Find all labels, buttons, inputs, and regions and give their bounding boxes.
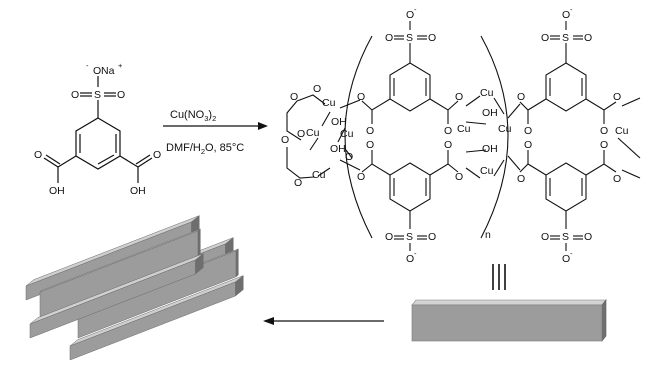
o-label: O	[455, 91, 463, 103]
o-label: O	[357, 171, 365, 183]
reagent-labels: O - Na + O S O O OH O OH	[34, 61, 161, 197]
sodium-label: Na	[101, 65, 115, 77]
acid-left-oh: OH	[49, 185, 65, 197]
sulfonate-o-minus: O	[562, 253, 570, 265]
o-label: O	[584, 231, 592, 243]
o-label: O	[541, 32, 549, 44]
acid-right-oh: OH	[130, 185, 146, 197]
sulfonate-o-minus: O	[562, 9, 570, 21]
o-label: O	[357, 91, 365, 103]
o-label: O	[541, 231, 549, 243]
sulfonate-o-minus: O	[406, 253, 414, 265]
sodium-plus: +	[118, 61, 123, 70]
o-label: O	[444, 139, 452, 151]
sulfonate-minus: -	[414, 5, 417, 14]
o-label: O	[613, 173, 621, 185]
s-label: S	[406, 32, 413, 44]
acid-left-o: O	[34, 149, 42, 161]
o-label: O	[345, 151, 353, 163]
o-label: O	[524, 125, 532, 137]
bottom-aryl-ring-right	[545, 162, 587, 212]
o-label: O	[428, 32, 436, 44]
reagent-molecule	[43, 76, 153, 183]
oh-label: OH	[331, 116, 347, 128]
rod-end-face	[235, 275, 244, 297]
o-label: O	[281, 134, 289, 146]
o-label: O	[524, 139, 532, 151]
o-label: O	[313, 83, 321, 95]
o-label: O	[600, 139, 608, 151]
o-label: O	[517, 91, 525, 103]
acid-right-o: O	[153, 149, 161, 161]
o-label: O	[584, 32, 592, 44]
polymer-labels: O O Cu O O Cu OH Cu OH Cu O O O O O O O …	[281, 5, 629, 265]
top-aryl-ring-right	[545, 62, 587, 112]
rod-end-face	[235, 248, 239, 278]
cu-label: Cu	[498, 123, 512, 135]
o-label: O	[294, 177, 302, 189]
oh-label: OH	[482, 143, 498, 155]
single-rod	[411, 299, 607, 342]
assembly-arrow	[263, 317, 384, 325]
o-label: O	[600, 125, 608, 137]
sulfonate-minus: -	[86, 61, 89, 70]
sulfonate-o: O	[93, 65, 101, 77]
reaction-arrow	[163, 122, 268, 130]
cu-label: Cu	[312, 169, 326, 181]
o-label: O	[297, 128, 305, 140]
sulfonate-o-minus: O	[406, 9, 414, 21]
o-label: O	[366, 125, 374, 137]
o-label: O	[455, 171, 463, 183]
s-label: S	[406, 231, 413, 243]
cu-label: Cu	[480, 165, 494, 177]
sulfonate-minus: -	[570, 5, 573, 14]
rod-end-face	[197, 228, 201, 258]
solvent-condition: DMF/H2O, 85°C	[166, 142, 244, 156]
sulfonyl-right-o: O	[117, 89, 125, 101]
cu-label: Cu	[480, 87, 494, 99]
o-label: O	[366, 139, 374, 151]
oh-label: OH	[330, 143, 346, 155]
repeat-n-label: n	[485, 229, 491, 241]
cu-label: Cu	[322, 97, 336, 109]
o-label: O	[444, 125, 452, 137]
cu-label: Cu	[457, 123, 471, 135]
stacked-rod-assembly	[25, 215, 244, 361]
equivalence-sign	[492, 264, 506, 290]
sulfonate-minus: -	[414, 249, 417, 258]
repeat-bracket-right	[480, 35, 509, 239]
polymer-structure	[286, 21, 641, 251]
bottom-aryl-ring-left	[389, 162, 431, 212]
o-label: O	[290, 91, 298, 103]
rod-end-face	[195, 253, 204, 275]
sulfonate-minus: -	[570, 249, 573, 258]
reagent-condition: Cu(NO3)2	[170, 109, 216, 123]
cu-label: Cu	[615, 125, 629, 137]
sulfonyl-s: S	[94, 89, 101, 101]
o-label: O	[385, 32, 393, 44]
o-label: O	[517, 173, 525, 185]
o-label: O	[428, 231, 436, 243]
sulfonyl-left-o: O	[71, 89, 79, 101]
cu-label: Cu	[340, 128, 354, 140]
s-label: S	[562, 231, 569, 243]
s-label: S	[562, 32, 569, 44]
oh-label: OH	[482, 107, 498, 119]
o-label: O	[613, 91, 621, 103]
top-aryl-ring-left	[389, 62, 431, 112]
cu-label: Cu	[306, 127, 320, 139]
repeat-bracket-left	[344, 35, 373, 239]
o-label: O	[385, 231, 393, 243]
reagent-benzene-ring	[75, 117, 121, 170]
